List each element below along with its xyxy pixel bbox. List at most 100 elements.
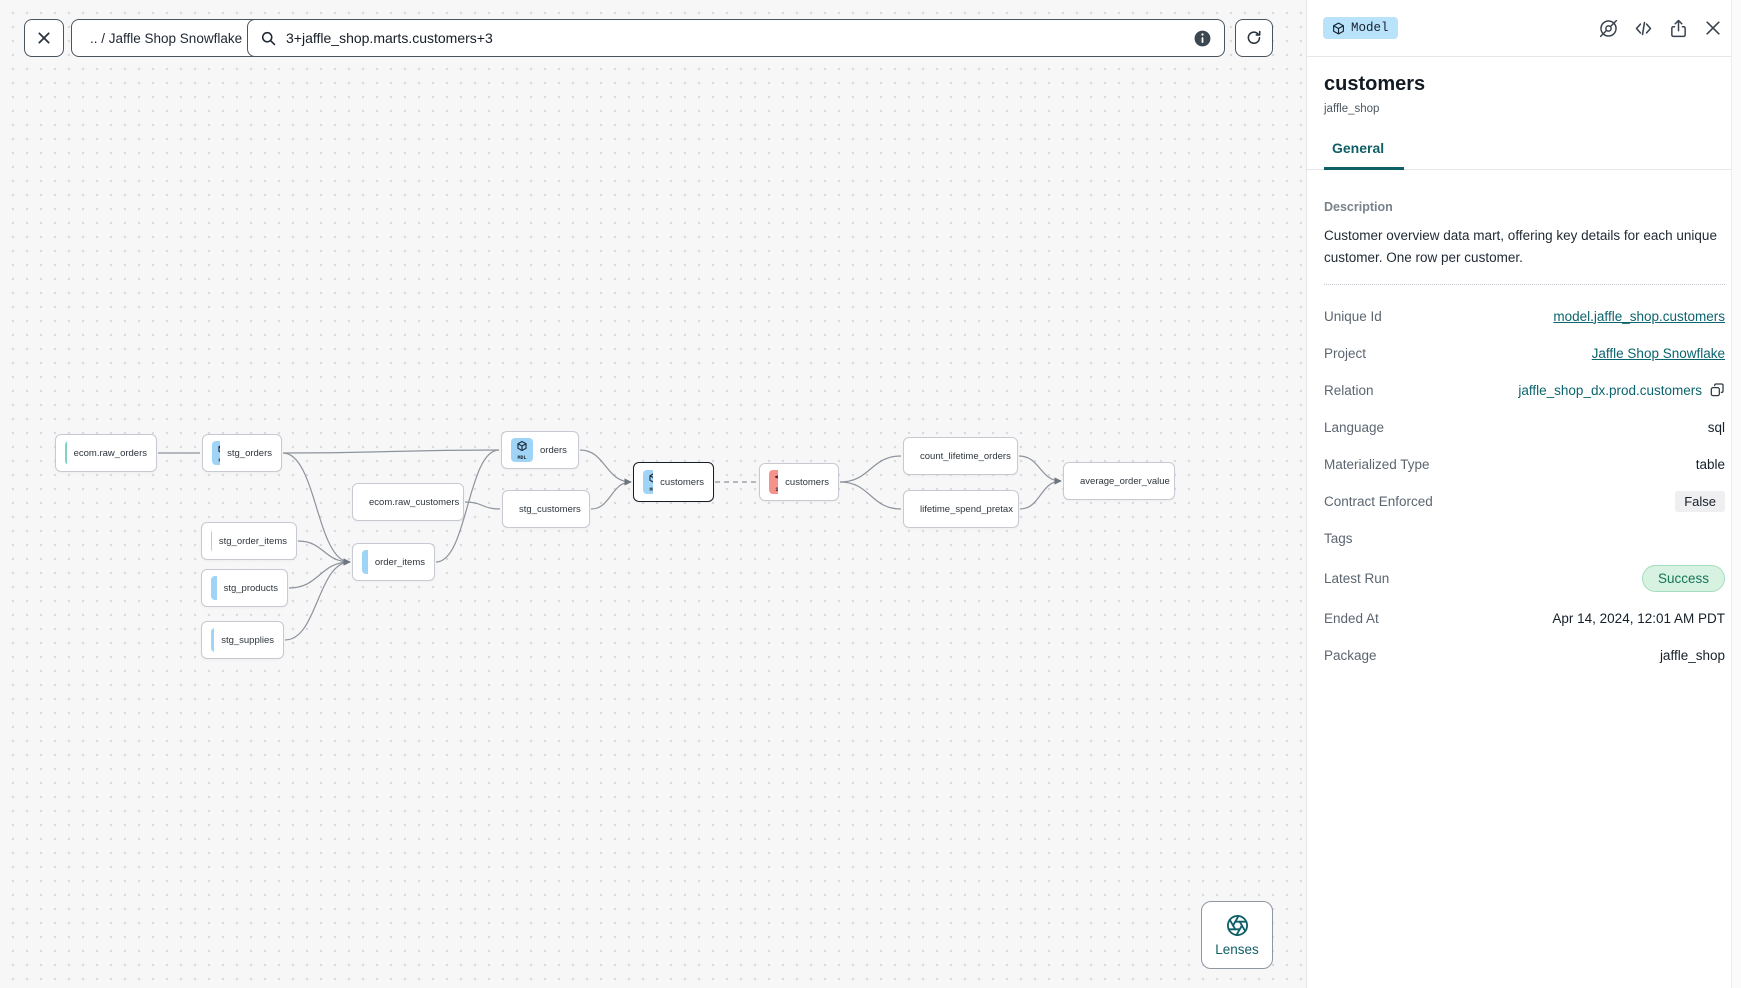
- dag-node-stg_order_items[interactable]: MDL stg_order_items: [201, 522, 297, 560]
- dag-node-stg_customers[interactable]: MDLstg_customers: [502, 490, 590, 528]
- resource-type-badge: Model: [1323, 17, 1398, 39]
- dag-edge-stg_order_items-to-order_items: [297, 540, 351, 566]
- dag-node-stg_orders[interactable]: MDL stg_orders: [202, 434, 282, 472]
- lenses-aperture-icon: [1226, 914, 1248, 936]
- dag-node-label: lifetime_spend_pretax: [920, 503, 1013, 515]
- lenses-button[interactable]: Lenses: [1201, 901, 1273, 969]
- package-subtitle: jaffle_shop: [1324, 103, 1380, 115]
- dag-node-label: count_lifetime_orders: [920, 450, 1011, 462]
- dag-node-label: stg_order_items: [218, 535, 287, 547]
- dag-node-label: stg_products: [223, 582, 278, 594]
- search-icon: [261, 31, 276, 45]
- dag-node-src_raw_orders[interactable]: SRC ecom.raw_orders: [55, 434, 157, 472]
- detail-label-ended-at: Ended At: [1324, 610, 1379, 626]
- svg-text:SEM: SEM: [775, 487, 778, 493]
- mdl-node-icon: MDL: [211, 530, 212, 552]
- svg-text:MDL: MDL: [517, 455, 526, 461]
- mdl-node-icon: MDL: [211, 628, 215, 652]
- share-button[interactable]: [1668, 18, 1689, 39]
- close-icon: [1706, 21, 1720, 35]
- search-input[interactable]: [286, 30, 1184, 46]
- panel-scrollbar[interactable]: [1731, 0, 1741, 988]
- dag-edge-customers_sem-to-lifetime_spend_pretax: [839, 481, 902, 510]
- dag-node-label: ecom.raw_customers: [369, 496, 460, 508]
- view-code-button[interactable]: [1633, 18, 1654, 39]
- lenses-label: Lenses: [1215, 941, 1259, 957]
- mdl-node-icon: MDL: [362, 550, 368, 574]
- detail-value-ended-at: Apr 14, 2024, 12:01 AM PDT: [1552, 610, 1725, 626]
- page-title: customers: [1324, 73, 1426, 95]
- dag-edge-stg_orders-to-orders: [282, 449, 500, 454]
- dag-edge-order_items-to-orders: [435, 449, 500, 563]
- copy-button[interactable]: [1709, 382, 1725, 398]
- dag-node-label: ecom.raw_orders: [73, 447, 147, 459]
- detail-value-package: jaffle_shop: [1659, 647, 1725, 663]
- src-node-icon: SRC: [65, 441, 67, 465]
- breadcrumb-label: .. / Jaffle Shop Snowflake: [90, 30, 243, 46]
- dotted-divider: [1324, 283, 1725, 285]
- dag-node-average_order_value[interactable]: METaverage_order_value: [1063, 462, 1175, 500]
- dag-node-label: stg_supplies: [221, 634, 274, 646]
- sem-node-icon: SEM: [769, 470, 779, 494]
- dag-node-lifetime_spend_pretax[interactable]: METlifetime_spend_pretax: [903, 490, 1019, 528]
- mdl-node-icon: MDL: [643, 470, 654, 494]
- lineage-canvas[interactable]: SRCecom.raw_ordersMDLstg_ordersMDLorders…: [0, 0, 1306, 988]
- lineage-search: [247, 19, 1225, 57]
- details-panel: Model: [1306, 0, 1741, 988]
- dag-node-src_raw_customers[interactable]: SRCecom.raw_customers: [352, 483, 464, 521]
- dag-edge-stg_customers-to-customers_model: [590, 478, 632, 510]
- share-icon: [1671, 19, 1686, 37]
- panel-tabs: General: [1307, 140, 1741, 170]
- refresh-icon: [1247, 30, 1261, 44]
- dag-edge-src_raw_customers-to-stg_customers: [464, 501, 501, 510]
- detail-value-language: sql: [1707, 419, 1725, 435]
- dag-node-label: stg_orders: [227, 447, 272, 459]
- close-panel-button[interactable]: [1703, 18, 1723, 38]
- detail-label-materialized-type: Materialized Type: [1324, 456, 1430, 472]
- dag-node-label: average_order_value: [1080, 475, 1170, 487]
- dag-node-count_lifetime_orders[interactable]: METcount_lifetime_orders: [903, 437, 1018, 475]
- detail-row-project: Project Jaffle Shop Snowflake: [1324, 343, 1725, 364]
- dag-node-customers_sem[interactable]: SEM customers: [759, 463, 839, 501]
- dag-node-customers_model[interactable]: MDL customers: [633, 462, 714, 502]
- dag-node-label: orders: [540, 444, 567, 456]
- refresh-button[interactable]: [1235, 19, 1273, 57]
- detail-row-ended-at: Ended At Apr 14, 2024, 12:01 AM PDT: [1324, 608, 1725, 629]
- dag-edge-stg_supplies-to-order_items: [284, 558, 351, 641]
- detail-link-project[interactable]: Jaffle Shop Snowflake: [1591, 345, 1725, 361]
- breadcrumb[interactable]: .. / Jaffle Shop Snowflake: [71, 19, 262, 57]
- explore-lineage-button[interactable]: [1598, 18, 1619, 39]
- description-label: Description: [1324, 200, 1393, 214]
- dag-edge-stg_orders-to-order_items: [282, 452, 351, 566]
- dag-node-label: customers: [660, 476, 704, 488]
- dag-node-stg_products[interactable]: MDL stg_products: [201, 569, 288, 607]
- status-badge: Success: [1641, 564, 1725, 592]
- dag-edge-stg_products-to-order_items: [288, 558, 351, 589]
- tab-general[interactable]: General: [1324, 140, 1404, 170]
- detail-row-package: Package jaffle_shop: [1324, 645, 1725, 666]
- mdl-node-icon: MDL: [212, 441, 221, 465]
- mdl-node-icon: MDL: [511, 438, 533, 462]
- svg-text:MDL: MDL: [649, 487, 653, 493]
- dag-node-orders[interactable]: MDL orders: [501, 431, 579, 469]
- dag-node-label: stg_customers: [519, 503, 581, 515]
- dag-edge-orders-to-customers_model: [579, 449, 632, 486]
- close-icon: [38, 32, 50, 44]
- close-lineage-button[interactable]: [24, 19, 64, 57]
- detail-link-unique-id[interactable]: model.jaffle_shop.customers: [1553, 308, 1725, 324]
- detail-label-project: Project: [1324, 345, 1367, 361]
- detail-label-package: Package: [1324, 647, 1377, 663]
- detail-label-tags: Tags: [1324, 530, 1353, 546]
- dag-node-label: customers: [785, 476, 829, 488]
- detail-value-relation: jaffle_shop_dx.prod.customers: [1518, 382, 1702, 398]
- dag-node-stg_supplies[interactable]: MDL stg_supplies: [201, 621, 284, 659]
- detail-row-unique-id: Unique Id model.jaffle_shop.customers: [1324, 306, 1725, 327]
- detail-label-unique-id: Unique Id: [1324, 308, 1382, 324]
- mdl-node-icon: MDL: [211, 576, 217, 600]
- info-icon[interactable]: [1193, 29, 1212, 48]
- detail-row-tags: Tags: [1324, 528, 1725, 549]
- panel-header: Model: [1307, 0, 1741, 57]
